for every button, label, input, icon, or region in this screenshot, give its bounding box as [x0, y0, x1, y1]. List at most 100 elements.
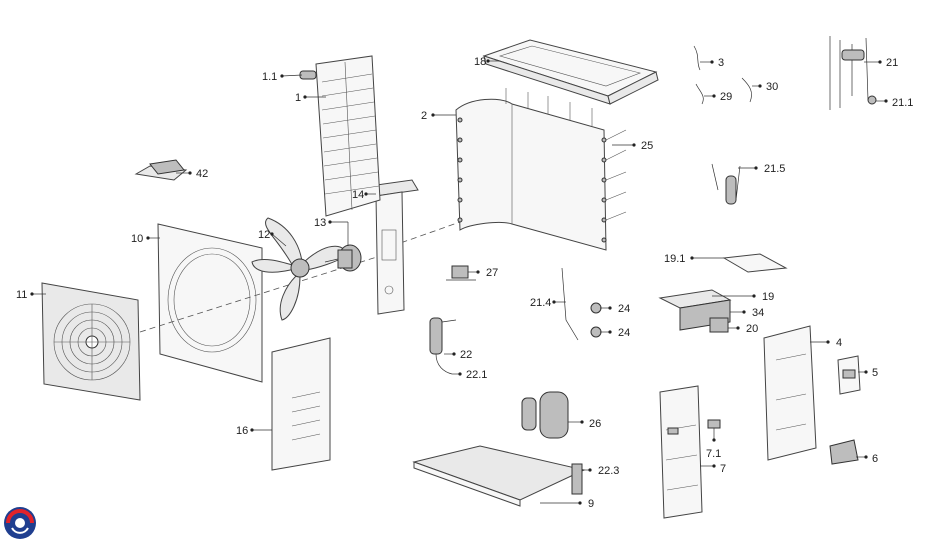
callout-16: 16 [236, 425, 272, 437]
svg-text:42: 42 [196, 168, 208, 180]
svg-text:24: 24 [618, 327, 630, 339]
right-side-panel-part [763, 325, 817, 461]
clip-part [299, 70, 317, 80]
callout-7: 7 [700, 463, 726, 475]
callout-3: 3 [700, 57, 724, 69]
valve-assembly-part [429, 317, 457, 375]
callout-7-1: 7.1 [706, 428, 721, 460]
callout-13: 13 [314, 217, 349, 246]
callout-11: 11 [16, 289, 46, 301]
electric-box-cover-part [722, 253, 788, 273]
callout-30: 30 [752, 81, 778, 93]
svg-text:12: 12 [258, 229, 270, 241]
callout-9: 9 [540, 498, 594, 510]
svg-text:1.1: 1.1 [262, 71, 277, 83]
small-clip-part [707, 419, 721, 429]
callout-24-upper: 24 [600, 303, 630, 315]
callout-2: 2 [421, 110, 456, 122]
svg-text:27: 27 [486, 267, 498, 279]
callout-10: 10 [131, 233, 160, 245]
svg-text:4: 4 [836, 337, 842, 349]
svg-text:2: 2 [421, 110, 427, 122]
brand-logo [4, 507, 36, 539]
svg-text:9: 9 [588, 498, 594, 510]
svg-text:21.5: 21.5 [764, 163, 785, 175]
callout-22-1: 22.1 [452, 369, 487, 381]
callout-22-3: 22.3 [582, 465, 619, 477]
svg-text:6: 6 [872, 453, 878, 465]
svg-text:7: 7 [720, 463, 726, 475]
svg-text:19: 19 [762, 291, 774, 303]
pipe-part-21-5 [711, 163, 741, 205]
callout-19: 19 [712, 291, 774, 303]
svg-text:21.1: 21.1 [892, 97, 913, 109]
callout-1: 1 [295, 92, 326, 104]
svg-text:1: 1 [295, 92, 301, 104]
fan-motor-part [324, 244, 362, 272]
callout-21-1: 21.1 [876, 97, 913, 109]
fan-grille-part [41, 282, 141, 401]
svg-text:22.1: 22.1 [466, 369, 487, 381]
callout-21-5: 21.5 [738, 163, 785, 175]
partition-plate-part [271, 337, 331, 471]
svg-text:10: 10 [131, 233, 143, 245]
callout-21-4: 21.4 [530, 297, 566, 309]
svg-text:11: 11 [16, 289, 27, 301]
callout-34: 34 [730, 307, 764, 319]
callout-6: 6 [856, 453, 878, 465]
fan-blade-part [251, 217, 347, 321]
svg-text:13: 13 [314, 217, 326, 229]
svg-text:22: 22 [460, 349, 472, 361]
pipe-part-21-4 [561, 267, 579, 341]
side-grille-panel-part [315, 55, 381, 217]
svg-text:19.1: 19.1 [664, 253, 685, 265]
callout-29: 29 [704, 91, 732, 103]
callout-21: 21 [864, 57, 898, 69]
nut-parts [590, 302, 602, 338]
callout-25: 25 [612, 140, 653, 152]
handle-part [829, 439, 859, 465]
callout-22: 22 [444, 349, 472, 361]
svg-text:7.1: 7.1 [706, 448, 721, 460]
svg-text:25: 25 [641, 140, 653, 152]
motor-bracket-part [369, 179, 419, 315]
svg-text:21: 21 [886, 57, 898, 69]
svg-text:30: 30 [766, 81, 778, 93]
callout-4: 4 [810, 337, 842, 349]
svg-text:29: 29 [720, 91, 732, 103]
handle-plate-part [837, 355, 861, 395]
small-pipes-parts [693, 45, 752, 105]
base-pan-part [412, 445, 586, 507]
svg-text:16: 16 [236, 425, 248, 437]
four-way-valve-part [829, 36, 877, 110]
callout-19-1: 19.1 [664, 253, 724, 265]
compressor-part [521, 391, 569, 439]
svg-text:18: 18 [474, 56, 486, 68]
svg-text:24: 24 [618, 303, 630, 315]
callout-20: 20 [728, 323, 758, 335]
callout-12: 12 [258, 229, 287, 247]
capacitor-part [446, 265, 476, 281]
callout-14: 14 [352, 189, 376, 201]
front-panel-part [157, 223, 263, 383]
svg-text:34: 34 [752, 307, 764, 319]
svg-text:20: 20 [746, 323, 758, 335]
condenser-coil-part [455, 88, 627, 251]
electric-box-part [658, 289, 732, 333]
callout-24-lower: 24 [600, 327, 630, 339]
callout-1-1: 1.1 [262, 71, 303, 83]
callout-5: 5 [858, 367, 878, 379]
svg-text:14: 14 [352, 189, 364, 201]
terminal-box-part [134, 159, 188, 181]
callout-42: 42 [176, 168, 208, 180]
svg-text:26: 26 [589, 418, 601, 430]
svg-text:22.3: 22.3 [598, 465, 619, 477]
svg-text:21.4: 21.4 [530, 297, 551, 309]
callout-18: 18 [474, 56, 500, 68]
callout-26: 26 [568, 418, 601, 430]
top-cover-part [482, 39, 659, 105]
svg-text:3: 3 [718, 57, 724, 69]
callout-27: 27 [468, 267, 498, 279]
svg-text:5: 5 [872, 367, 878, 379]
